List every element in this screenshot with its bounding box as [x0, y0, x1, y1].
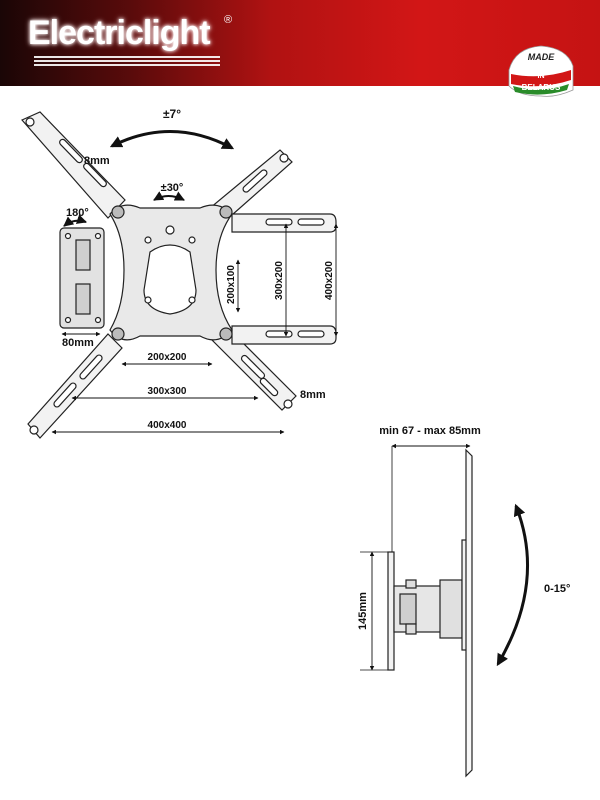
vesa-arm-bottom-left [27, 333, 123, 439]
wall-plate [59, 227, 105, 329]
flag-red-band [511, 70, 571, 87]
extension-bar-top [231, 213, 337, 233]
label-plate-width: 80mm [62, 337, 94, 349]
bolt-icon [219, 327, 233, 341]
side-view-annotations [360, 443, 529, 671]
bracket-plate [109, 204, 233, 341]
tv-panel-side [465, 448, 473, 778]
label-height: 145mm [357, 592, 369, 630]
vesa-arm-top-right [209, 149, 293, 223]
badge-made: MADE [528, 52, 555, 62]
label-400x200: 400x200 [324, 261, 335, 300]
side-view-drawing [387, 448, 473, 778]
label-200x200: 200x200 [148, 352, 187, 363]
badge-belarus: BELARUS [522, 83, 561, 92]
label-depth: min 67 - max 85mm [379, 425, 481, 437]
registered-mark: ® [224, 14, 233, 26]
bolt-icon [219, 205, 233, 219]
label-tilt-range: 0-15° [544, 583, 570, 595]
made-in-belarus-badge: MADE IN BELARUS [508, 45, 574, 97]
flag-green-band [513, 84, 569, 95]
swivel-arrow [63, 214, 87, 227]
label-400x400: 400x400 [148, 420, 187, 431]
wall-plate-side [387, 551, 395, 671]
tilt-arrow [109, 130, 235, 150]
bolt-icon [111, 327, 125, 341]
tilt-range-arrow [496, 503, 529, 667]
front-view-annotations [51, 130, 339, 435]
label-300x300: 300x300 [148, 386, 187, 397]
label-tilt: ±7° [163, 107, 181, 121]
label-rotate: ±30° [161, 182, 184, 194]
label-200x100: 200x100 [226, 265, 237, 304]
header-banner: Electriclight ® MADE IN BELARUS [0, 0, 600, 97]
extension-bar-bottom [231, 325, 337, 345]
plate-center-cutout [143, 244, 197, 315]
bolt-icon [111, 205, 125, 219]
vesa-arm-top-left [21, 111, 126, 219]
badge-in: IN [538, 73, 545, 80]
rotate-arrow [153, 191, 185, 201]
label-slot-bottom: 8mm [300, 389, 326, 401]
front-view-drawing [21, 111, 337, 439]
brand-logo: Electriclight [28, 14, 211, 52]
label-300x200: 300x200 [274, 261, 285, 300]
label-slot-top: 8mm [84, 155, 110, 167]
logo-stripes [34, 56, 220, 66]
label-swivel: 180° [66, 207, 89, 219]
